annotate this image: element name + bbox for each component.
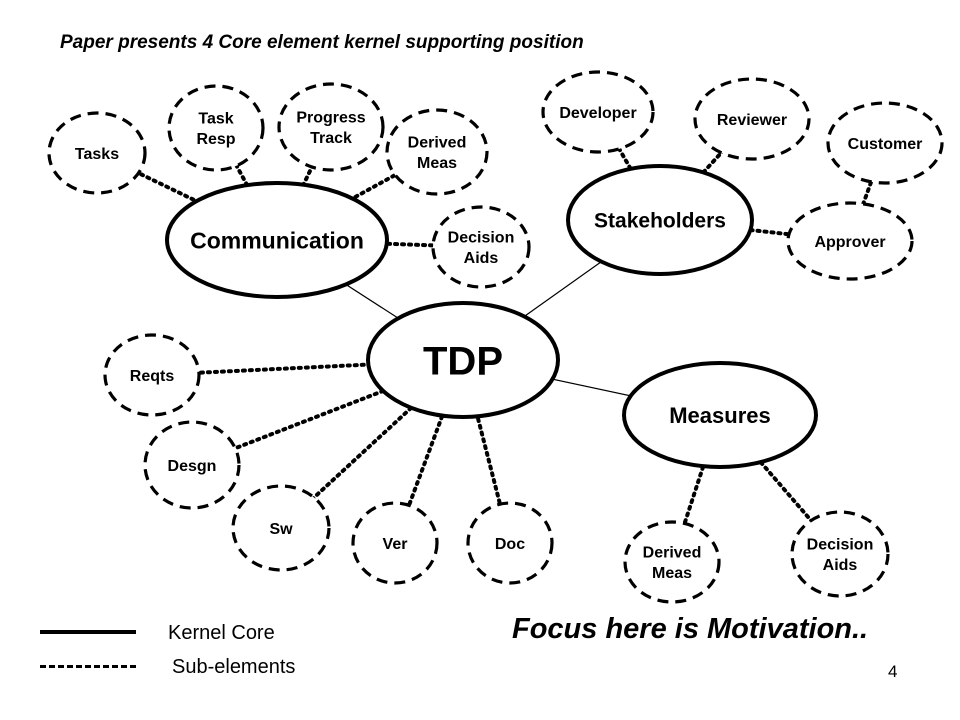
legend-dashed-line — [40, 665, 136, 668]
sub-node-reviewer: Reviewer — [693, 77, 811, 161]
sub-node-desgn: Desgn — [143, 420, 241, 510]
sub-node-developer: Developer — [541, 70, 655, 154]
core-node-communication: Communication — [165, 181, 389, 299]
node-label: Approver — [814, 234, 885, 251]
page-number: 4 — [888, 662, 898, 681]
node-label: Aids — [823, 557, 858, 574]
node-label: Decision — [807, 536, 874, 553]
sub-node-ver: Ver — [351, 501, 439, 585]
node-label: TDP — [423, 339, 503, 383]
core-node-stakeholders: Stakeholders — [566, 164, 754, 276]
core-node-measures: Measures — [622, 361, 818, 469]
node-label: Track — [310, 130, 352, 147]
node-label: Meas — [417, 155, 457, 172]
legend-solid-line — [40, 630, 136, 634]
node-label: Ver — [383, 536, 408, 553]
sub-node-approver: Approver — [786, 201, 914, 281]
focus-statement: Focus here is Motivation.. — [512, 613, 869, 645]
node-label: Customer — [848, 136, 923, 153]
node-label: Progress — [296, 109, 365, 126]
sub-node-customer: Customer — [826, 101, 944, 185]
slide-title: Paper presents 4 Core element kernel sup… — [60, 32, 584, 53]
node-label: Reqts — [130, 368, 175, 385]
sub-node-sw: Sw — [231, 484, 331, 572]
node-label: Developer — [559, 105, 636, 122]
node-label: Reviewer — [717, 112, 787, 129]
sub-link-desgn-to-tdp — [190, 358, 465, 467]
node-label: Meas — [652, 565, 692, 582]
node-label: Sw — [269, 521, 293, 538]
node-label: Desgn — [168, 458, 217, 475]
node-label: Decision — [448, 229, 515, 246]
legend-sub-label: Sub-elements — [172, 656, 296, 678]
node-label: Task — [198, 110, 233, 127]
sub-node-reqts: Reqts — [103, 333, 201, 417]
node-label: Measures — [669, 403, 771, 428]
node-label: Resp — [196, 131, 235, 148]
node-label: Communication — [190, 227, 364, 253]
core-node-tdp: TDP — [366, 301, 560, 419]
sub-node-tasks: Tasks — [47, 111, 147, 195]
node-label: Aids — [464, 250, 499, 267]
node-label: Derived — [643, 544, 702, 561]
sub-node-doc: Doc — [466, 501, 554, 585]
node-label: Derived — [408, 134, 467, 151]
node-label: Tasks — [75, 146, 119, 163]
node-label: Doc — [495, 536, 525, 553]
legend-kernel-label: Kernel Core — [168, 622, 275, 644]
node-label: Stakeholders — [594, 210, 726, 233]
